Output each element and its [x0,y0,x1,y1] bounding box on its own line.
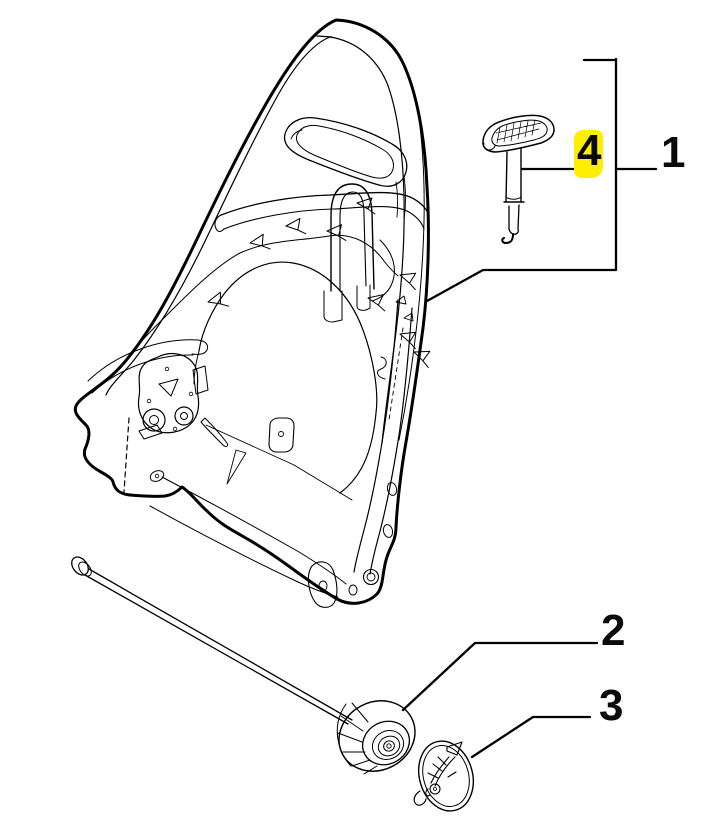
grip-texture [495,119,542,144]
scorpion-emblem [425,741,463,797]
recliner-mechanism [137,353,353,501]
callout-label-3[interactable]: 3 [599,681,624,730]
leader-line-3 [470,715,592,759]
leader-line-2 [401,641,599,712]
handwheel-ribs [337,702,378,775]
backrest-frame-drawing [73,18,431,608]
callout-label-4-highlighted[interactable]: 4 [574,129,604,178]
adjuster-rod-handwheel-drawing [71,556,416,775]
callout-label-2[interactable]: 2 [601,606,626,655]
bracket-line-1 [425,57,618,303]
emblem-cap-drawing [413,740,474,812]
release-handle-drawing [482,114,555,244]
callout-lines [401,57,658,759]
callout-label-1[interactable]: 1 [661,128,686,177]
